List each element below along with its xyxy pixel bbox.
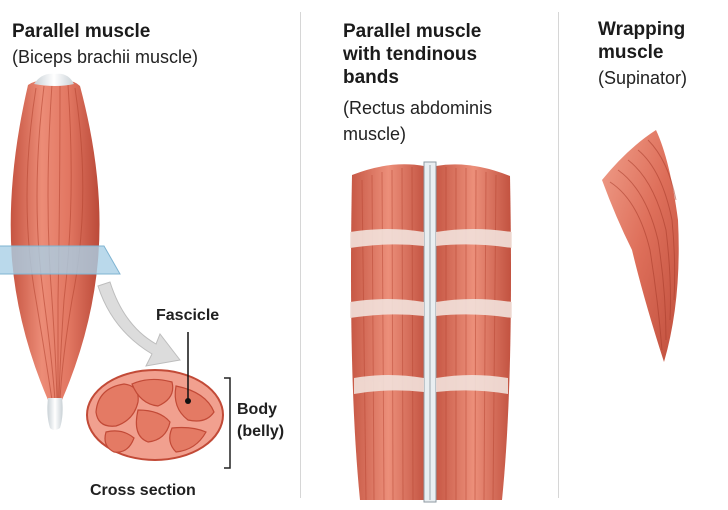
panel-subtitle-line2: muscle) (343, 124, 407, 144)
cross-section-label: Cross section (90, 482, 196, 499)
panel-subtitle-line1: (Rectus abdominis (343, 98, 493, 118)
panel-subtitle: (Biceps brachii muscle) (12, 47, 199, 67)
panel-title-line1: Parallel muscle (343, 21, 482, 42)
tendinous-bands (350, 229, 512, 394)
section-arrow (97, 281, 181, 367)
panel-parallel-muscle: Parallel muscle (Biceps brachii muscle) (0, 0, 300, 510)
biceps-illustration (0, 73, 231, 469)
panel-title-line2: muscle (598, 42, 664, 63)
left-rectus-column (351, 164, 426, 501)
body-bracket (224, 377, 231, 469)
biceps-muscle-shape (10, 80, 100, 400)
panel-title-line3: bands (343, 67, 399, 88)
body-label-line2: (belly) (237, 423, 285, 440)
supinator-illustration (602, 130, 679, 362)
fascicle-label: Fascicle (156, 307, 220, 324)
panel-tendinous-bands: Parallel muscle with tendinous bands (Re… (300, 0, 558, 510)
panel-title-line2: with tendinous (343, 44, 478, 65)
body-label-line1: Body (237, 401, 277, 418)
panel-subtitle: (Supinator) (598, 68, 688, 88)
panel-divider (300, 12, 301, 498)
panel-title-line1: Wrapping (598, 19, 686, 40)
distal-tendon (47, 398, 63, 430)
cross-section-plane (0, 246, 120, 274)
rectus-abdominis-illustration (350, 161, 512, 503)
panel-wrapping-muscle: Wrapping muscle (Supinator) (558, 0, 728, 510)
panel-divider (558, 12, 559, 498)
proximal-tendon (34, 73, 74, 86)
panel-title: Parallel muscle (12, 21, 151, 42)
supinator-muscle-shape (602, 130, 679, 362)
right-rectus-column (436, 164, 511, 500)
